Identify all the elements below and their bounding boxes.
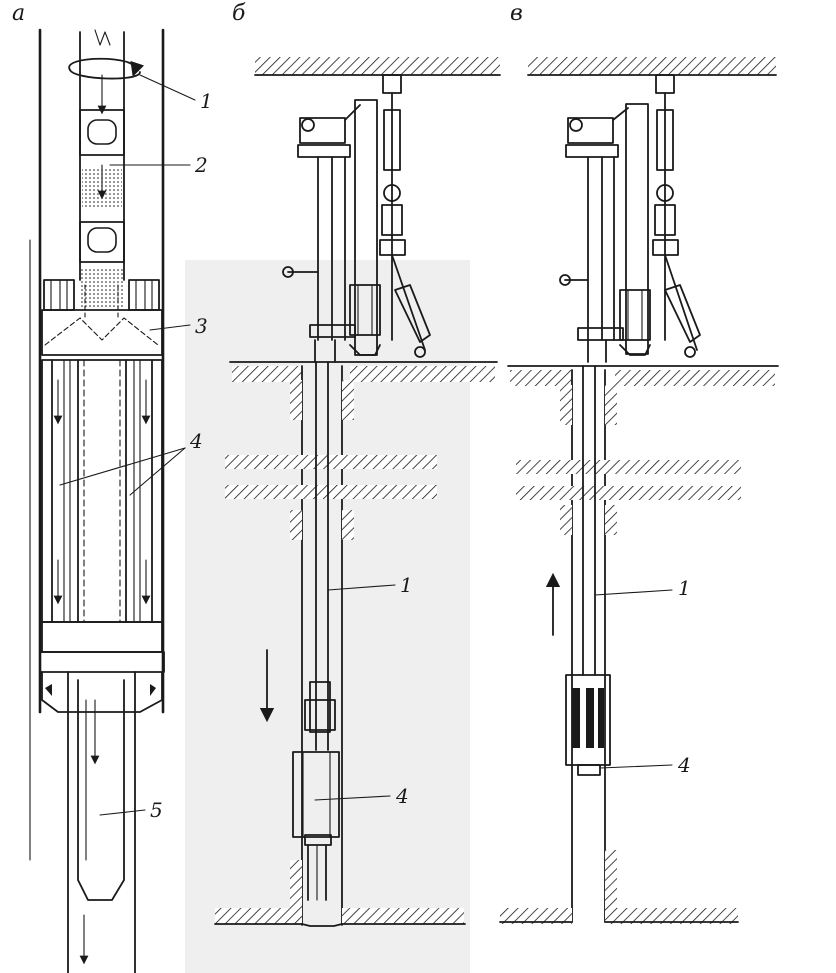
label-b-4: 4: [395, 784, 409, 808]
break-band-b-upper: [225, 455, 437, 469]
mine-roof-c: [528, 57, 776, 75]
panel-c-letter: в: [510, 1, 523, 26]
core-barrel-b: [292, 751, 340, 901]
drill-rod-c: [582, 365, 596, 676]
drilling-rig-c: [559, 74, 701, 363]
panel-a-letter: а: [12, 1, 25, 26]
panel-b-letter: б: [232, 1, 246, 26]
panel-c: в: [499, 1, 779, 924]
label-a-1: 1: [200, 89, 213, 113]
core-barrel: [41, 359, 163, 623]
label-a-3: 3: [195, 314, 208, 338]
label-a-2: 2: [194, 153, 208, 177]
core-sample: [67, 671, 136, 973]
rod-coupling: [79, 109, 125, 308]
panel-a: а: [12, 1, 213, 973]
drill-bit: [39, 621, 165, 713]
break-band-c-upper: [516, 460, 741, 474]
label-c-1: 1: [678, 576, 691, 600]
drilling-rig: [282, 74, 431, 363]
break-band-b-lower: [225, 485, 437, 499]
label-a-5: 5: [150, 798, 163, 822]
drill-head: [41, 279, 163, 356]
label-a-4: 4: [189, 429, 203, 453]
drill-rod-b: [304, 361, 336, 751]
label-c-4: 4: [677, 753, 691, 777]
core-barrel-c: [565, 674, 611, 776]
break-band-c-lower: [516, 486, 741, 500]
panel-b: б: [214, 1, 501, 927]
mine-roof: [255, 57, 500, 75]
label-b-1: 1: [400, 573, 413, 597]
